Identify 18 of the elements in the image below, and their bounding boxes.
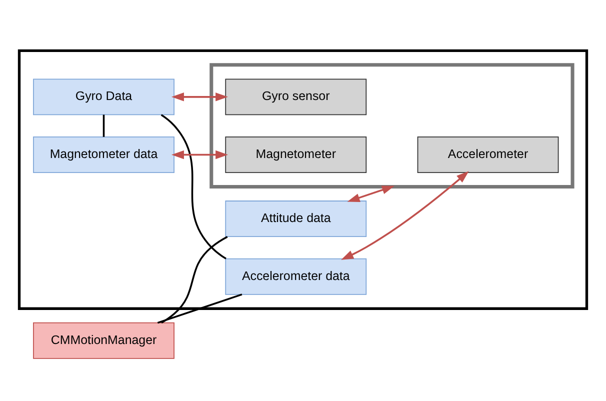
node-box: Magnetometer (225, 136, 367, 172)
node-box: Accelerometer (417, 136, 559, 172)
node-box: CMMotionManager (33, 322, 174, 358)
arrow (347, 185, 394, 202)
connector (157, 293, 242, 324)
connector (161, 236, 228, 323)
arrow (341, 170, 469, 260)
arrow (171, 92, 228, 101)
cluster (18, 48, 588, 310)
node-box: Attitude data (225, 200, 367, 237)
node-box: Magnetometer data (33, 136, 174, 172)
connector (102, 114, 105, 136)
arrow (171, 150, 228, 159)
connector (160, 114, 226, 259)
node-box: Gyro sensor (225, 78, 367, 115)
node-box: Gyro Data (33, 78, 174, 115)
cluster (210, 62, 574, 188)
node-box: Accelerometer data (225, 258, 367, 294)
